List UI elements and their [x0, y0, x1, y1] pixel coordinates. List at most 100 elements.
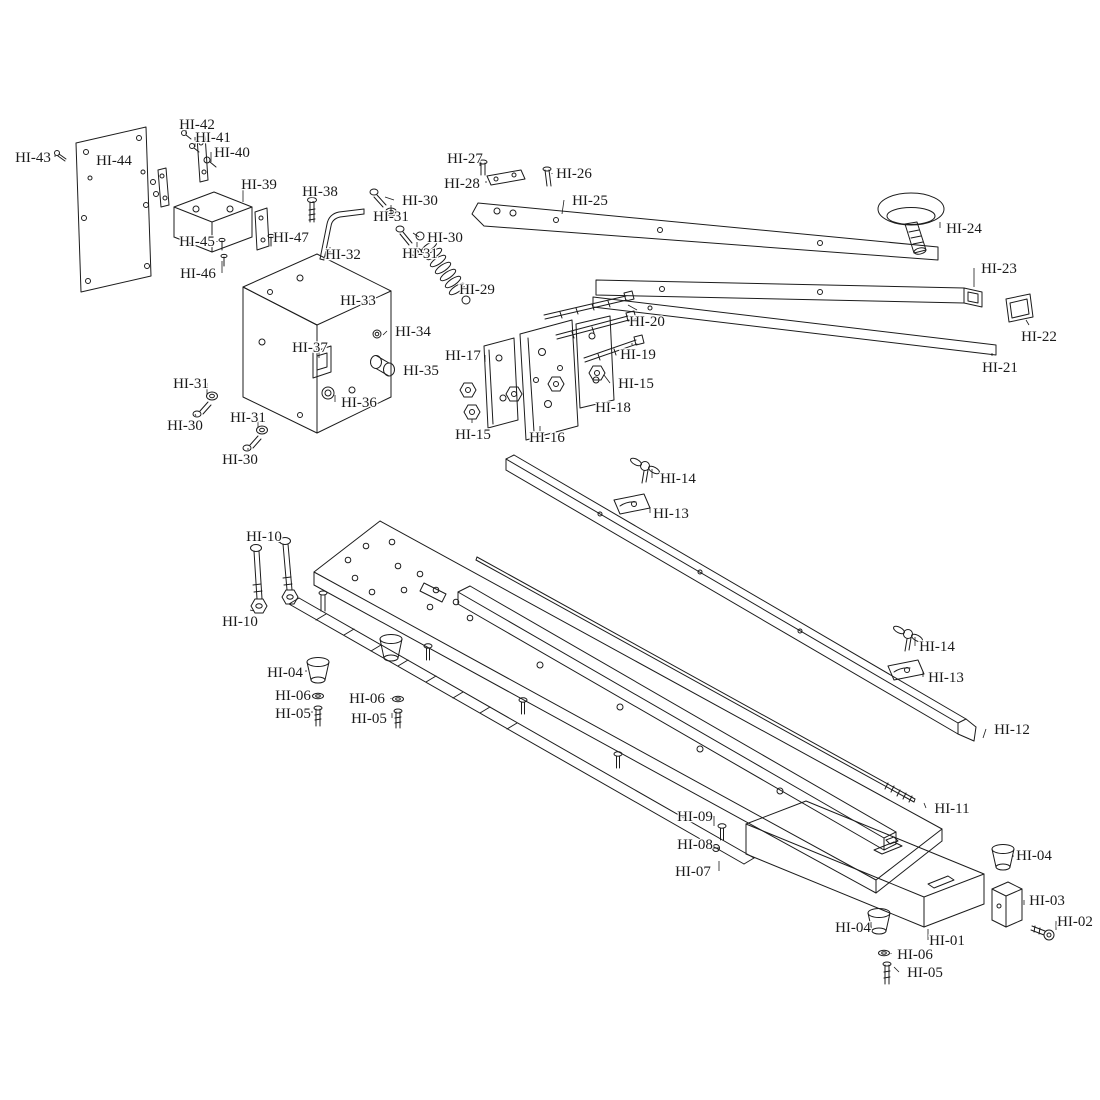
- leader-line-hi-10-43: [249, 609, 255, 612]
- part-label-hi-38-9: HI-38: [302, 184, 338, 200]
- part-foot-hi-04-right: [991, 844, 1015, 871]
- part-label-hi-31-32: HI-31: [173, 376, 209, 392]
- part-bolt-washer-set-c: [192, 391, 218, 418]
- part-screw-hi-09: [717, 823, 727, 841]
- leader-line-hi-30-10: [384, 196, 395, 201]
- part-label-hi-03-57: HI-03: [1029, 893, 1065, 909]
- part-foot-hi-04-left: [306, 657, 330, 684]
- part-plate-hi-17: [483, 337, 519, 429]
- part-label-hi-30-10: HI-30: [402, 193, 438, 209]
- part-label-hi-46-20: HI-46: [180, 266, 216, 282]
- part-label-hi-15-37: HI-15: [455, 427, 491, 443]
- part-label-hi-30-39: HI-30: [222, 452, 258, 468]
- part-label-hi-18-34: HI-18: [595, 400, 631, 416]
- part-label-hi-06-61: HI-06: [897, 947, 933, 963]
- part-grommet-hi-36: [321, 386, 335, 400]
- part-tube-hi-23: [595, 279, 983, 308]
- leader-line-hi-11-52: [923, 802, 927, 809]
- part-label-hi-24-13: HI-24: [946, 221, 982, 237]
- part-washer-hi-06-left: [312, 692, 324, 700]
- part-plate-hi-16: [519, 319, 579, 441]
- part-fasteners-hi-40-41-42: [150, 130, 217, 208]
- part-label-hi-04-59: HI-04: [835, 920, 871, 936]
- part-label-hi-06-48: HI-06: [349, 691, 385, 707]
- part-washer-hi-06-bottom: [878, 949, 890, 957]
- part-label-hi-12-51: HI-12: [994, 722, 1030, 738]
- part-label-hi-31-12: HI-31: [373, 209, 409, 225]
- part-block-hi-03: [991, 881, 1023, 928]
- part-clamp-hi-13-bottom: [887, 659, 925, 681]
- part-screw-hi-05-bottom: [882, 961, 892, 985]
- part-label-hi-28-7: HI-28: [444, 176, 480, 192]
- part-label-hi-13-41: HI-13: [653, 506, 689, 522]
- part-label-hi-20-23: HI-20: [629, 314, 665, 330]
- part-base-hi-01: [745, 800, 985, 928]
- part-rods-hi-19-20: [543, 290, 645, 363]
- part-wing-knob-hi-14-top: [630, 457, 660, 484]
- part-side-plate-hi-44: [75, 126, 152, 293]
- part-bolt-washer-set-d: [242, 425, 268, 452]
- part-square-tube: [457, 585, 899, 851]
- part-label-hi-02-58: HI-02: [1057, 914, 1093, 930]
- part-arm-hi-25: [471, 202, 939, 261]
- part-label-hi-23-19: HI-23: [981, 261, 1017, 277]
- part-label-hi-05-50: HI-05: [351, 711, 387, 727]
- part-label-hi-05-62: HI-05: [907, 965, 943, 981]
- part-label-hi-15-31: HI-15: [618, 376, 654, 392]
- part-label-hi-05-49: HI-05: [275, 706, 311, 722]
- part-label-hi-16-38: HI-16: [529, 430, 565, 446]
- part-bolts-hi-10: [250, 537, 299, 614]
- part-label-hi-17-28: HI-17: [445, 348, 481, 364]
- leader-line-hi-30-36: [194, 413, 197, 417]
- part-label-hi-14-44: HI-14: [919, 639, 955, 655]
- leader-line-hi-12-51: [982, 728, 987, 739]
- part-screw-hi-05-left: [313, 705, 323, 727]
- part-label-hi-01-60: HI-01: [929, 933, 965, 949]
- part-plate-hi-18: [575, 315, 615, 409]
- part-table-top-plate: [313, 520, 943, 894]
- part-label-hi-04-56: HI-04: [1016, 848, 1052, 864]
- part-screw-hi-38: [307, 197, 317, 223]
- leader-line-hi-30-15: [412, 232, 420, 238]
- part-clamp-hi-13-top: [613, 493, 651, 515]
- part-label-hi-30-15: HI-30: [427, 230, 463, 246]
- part-label-hi-13-46: HI-13: [928, 670, 964, 686]
- part-washer-hi-06-mid: [392, 695, 404, 703]
- part-label-hi-32-17: HI-32: [325, 247, 361, 263]
- part-label-hi-47-14: HI-47: [273, 230, 309, 246]
- part-label-hi-31-18: HI-31: [402, 246, 438, 262]
- part-bracket-hi-39: [173, 191, 275, 267]
- part-label-hi-10-42: HI-10: [246, 529, 282, 545]
- part-wing-knob-hi-14-bottom: [893, 625, 923, 652]
- part-label-hi-11-52: HI-11: [934, 801, 969, 817]
- leader-line-hi-05-62: [893, 966, 900, 973]
- part-label-hi-30-36: HI-30: [167, 418, 203, 434]
- part-label-hi-06-47: HI-06: [275, 688, 311, 704]
- part-label-hi-35-30: HI-35: [403, 363, 439, 379]
- leader-line-hi-22-25: [1025, 319, 1030, 326]
- part-label-hi-19-27: HI-19: [620, 347, 656, 363]
- part-knob-hi-24: [877, 192, 945, 255]
- part-hole-hi-34: [372, 329, 382, 339]
- part-label-hi-43-3: HI-43: [15, 150, 51, 166]
- leader-line-hi-20-23: [627, 304, 638, 311]
- part-blade-strip-hi-07: [288, 597, 755, 865]
- part-label-hi-29-21: HI-29: [459, 282, 495, 298]
- part-bolt-washer-set-a: [369, 188, 397, 217]
- part-label-hi-44-4: HI-44: [96, 153, 132, 169]
- part-spring-hi-29: [415, 231, 471, 305]
- part-label-hi-14-40: HI-14: [660, 471, 696, 487]
- leader-line-hi-25-11: [561, 199, 565, 215]
- part-label-hi-21-29: HI-21: [982, 360, 1018, 376]
- part-label-hi-26-6: HI-26: [556, 166, 592, 182]
- part-label-hi-36-33: HI-36: [341, 395, 377, 411]
- part-label-hi-08-54: HI-08: [677, 837, 713, 853]
- part-nuts-hi-15: [459, 365, 606, 420]
- part-screw-hi-27: [478, 159, 488, 176]
- part-label-hi-42-0: HI-42: [179, 117, 215, 133]
- part-screw-hi-02: [1030, 925, 1055, 941]
- part-foot-hi-04-bottom: [867, 908, 891, 935]
- part-label-hi-41-1: HI-41: [195, 130, 231, 146]
